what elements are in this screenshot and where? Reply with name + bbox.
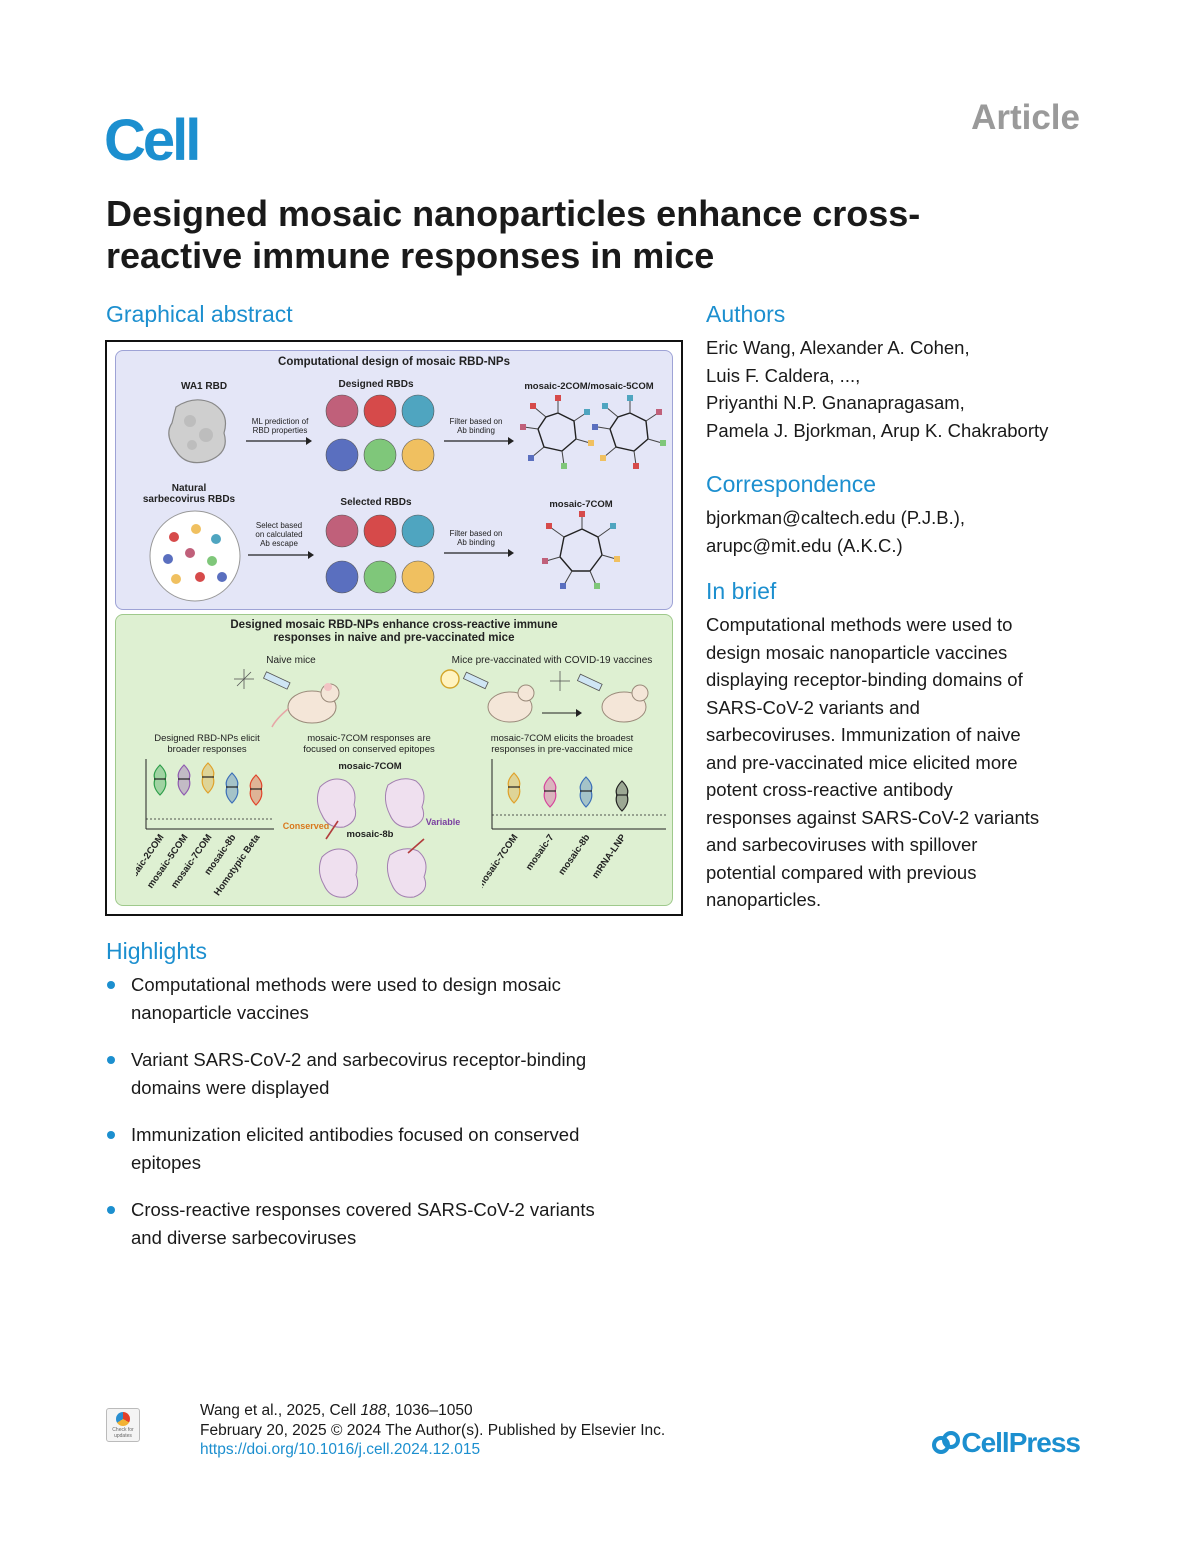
email-link[interactable]: arupc@mit.edu (A.K.C.) bbox=[706, 534, 903, 556]
email-link[interactable]: bjorkman@caltech.edu (P.J.B.), bbox=[706, 507, 966, 528]
in-brief-text: Computational methods were used to desig… bbox=[706, 614, 1040, 910]
tick-label: mosaic-8b bbox=[556, 832, 592, 877]
violin-mark bbox=[579, 776, 593, 808]
violin-mark bbox=[615, 780, 629, 812]
author-line: Luis F. Caldera, ..., bbox=[706, 364, 861, 386]
correspondence-emails: bjorkman@caltech.edu (P.J.B.), arupc@mit… bbox=[706, 504, 1106, 559]
naive-mouse-injection-icon bbox=[234, 669, 340, 728]
arrow-icon bbox=[444, 549, 514, 557]
tick-label: mosaic-7 bbox=[524, 832, 557, 872]
arrow-icon bbox=[248, 551, 314, 559]
check-updates-icon bbox=[116, 1412, 130, 1426]
violin-mark bbox=[153, 764, 167, 796]
title-line-1: Designed mosaic nanoparticles enhance cr… bbox=[106, 193, 921, 234]
selected-rbds-label: Selected RBDs bbox=[340, 497, 412, 508]
ga-top-panel: Computational design of mosaic RBD-NPs W… bbox=[115, 350, 673, 610]
natural-rbds-pool-icon bbox=[149, 510, 241, 602]
variable-label: Variable bbox=[425, 817, 461, 827]
author-line: Priyanthi N.P. Gnanapragasam, bbox=[706, 392, 965, 413]
wa1-rbd-label: WA1 RBD bbox=[180, 381, 228, 392]
wa1-rbd-structure-icon bbox=[168, 399, 227, 464]
arrow-icon bbox=[246, 437, 312, 445]
prevax-mice-label: Mice pre-vaccinated with COVID-19 vaccin… bbox=[451, 655, 653, 666]
title-line-2: reactive immune responses in mice bbox=[106, 235, 715, 276]
violin-mark bbox=[507, 772, 521, 804]
ga-bottom-title: Designed mosaic RBD-NPs enhance cross-re… bbox=[230, 619, 558, 644]
author-line: Eric Wang, Alexander A. Cohen, bbox=[706, 337, 970, 358]
correspondence-heading: Correspondence bbox=[706, 471, 877, 497]
naive-mice-label: Naive mice bbox=[266, 655, 316, 666]
designed-rbds-label: Designed RBDs bbox=[338, 379, 414, 390]
arrow-icon bbox=[444, 437, 514, 445]
check-for-updates-badge[interactable]: Check for updates bbox=[106, 1408, 140, 1442]
conserved-label: Conserved bbox=[282, 821, 330, 831]
article-title: Designed mosaic nanoparticles enhance cr… bbox=[106, 193, 1066, 277]
bullet-icon bbox=[107, 981, 115, 989]
authors-heading: Authors bbox=[706, 301, 786, 327]
cellpress-mark-icon bbox=[932, 1431, 961, 1454]
selected-rbds-icon bbox=[325, 514, 435, 594]
violin-mark bbox=[201, 762, 215, 794]
ga-top-title: Computational design of mosaic RBD-NPs bbox=[278, 356, 510, 368]
mosaic-7-structure-label: mosaic-7COM bbox=[338, 761, 402, 772]
designed-rbds-icon bbox=[325, 394, 435, 472]
journal-logo: Cell bbox=[104, 108, 201, 173]
in-brief-heading: In brief bbox=[706, 578, 777, 604]
article-type-label: Article bbox=[971, 98, 1080, 137]
bullet-icon bbox=[107, 1056, 115, 1064]
highlights-heading: Highlights bbox=[106, 938, 207, 964]
authors-list: Eric Wang, Alexander A. Cohen, Luis F. C… bbox=[706, 334, 1106, 444]
violin-mark bbox=[225, 772, 239, 804]
footer-citation: Wang et al., 2025, Cell 188, 1036–1050 F… bbox=[200, 1402, 666, 1458]
graphical-abstract-figure: Computational design of mosaic RBD-NPs W… bbox=[105, 340, 683, 916]
mosaic-7-label: mosaic-7COM bbox=[549, 499, 613, 510]
tick-label: mRNA-LNP bbox=[590, 832, 629, 881]
bullet-icon bbox=[107, 1206, 115, 1214]
prevax-mouse-injection-icon bbox=[440, 669, 649, 723]
mosaic-2-5-label: mosaic-2COM/mosaic-5COM bbox=[524, 381, 654, 392]
violin-mark bbox=[543, 776, 557, 808]
violin-mark bbox=[249, 774, 263, 806]
left-violin-plot: mosaic-2COMmosaic-5COMmosaic-7COMmosaic-… bbox=[136, 759, 274, 898]
graphical-abstract-heading: Graphical abstract bbox=[106, 301, 293, 327]
tick-label: mosaic-7COM bbox=[482, 832, 521, 890]
mosaic-7-nanoparticle-icon bbox=[542, 511, 620, 589]
violin-mark bbox=[177, 764, 191, 796]
ga-bottom-panel: Designed mosaic RBD-NPs enhance cross-re… bbox=[115, 614, 673, 906]
epitope-structures-icon bbox=[316, 778, 427, 898]
mosaic-8b-structure-label: mosaic-8b bbox=[346, 829, 394, 840]
cellpress-logo: CellPress bbox=[931, 1427, 1081, 1459]
doi-link[interactable]: https://doi.org/10.1016/j.cell.2024.12.0… bbox=[200, 1441, 481, 1458]
author-line: Pamela J. Bjorkman, Arup K. Chakraborty bbox=[706, 419, 1049, 441]
mosaic-nanoparticles-icon bbox=[520, 395, 666, 469]
bullet-icon bbox=[107, 1131, 115, 1139]
